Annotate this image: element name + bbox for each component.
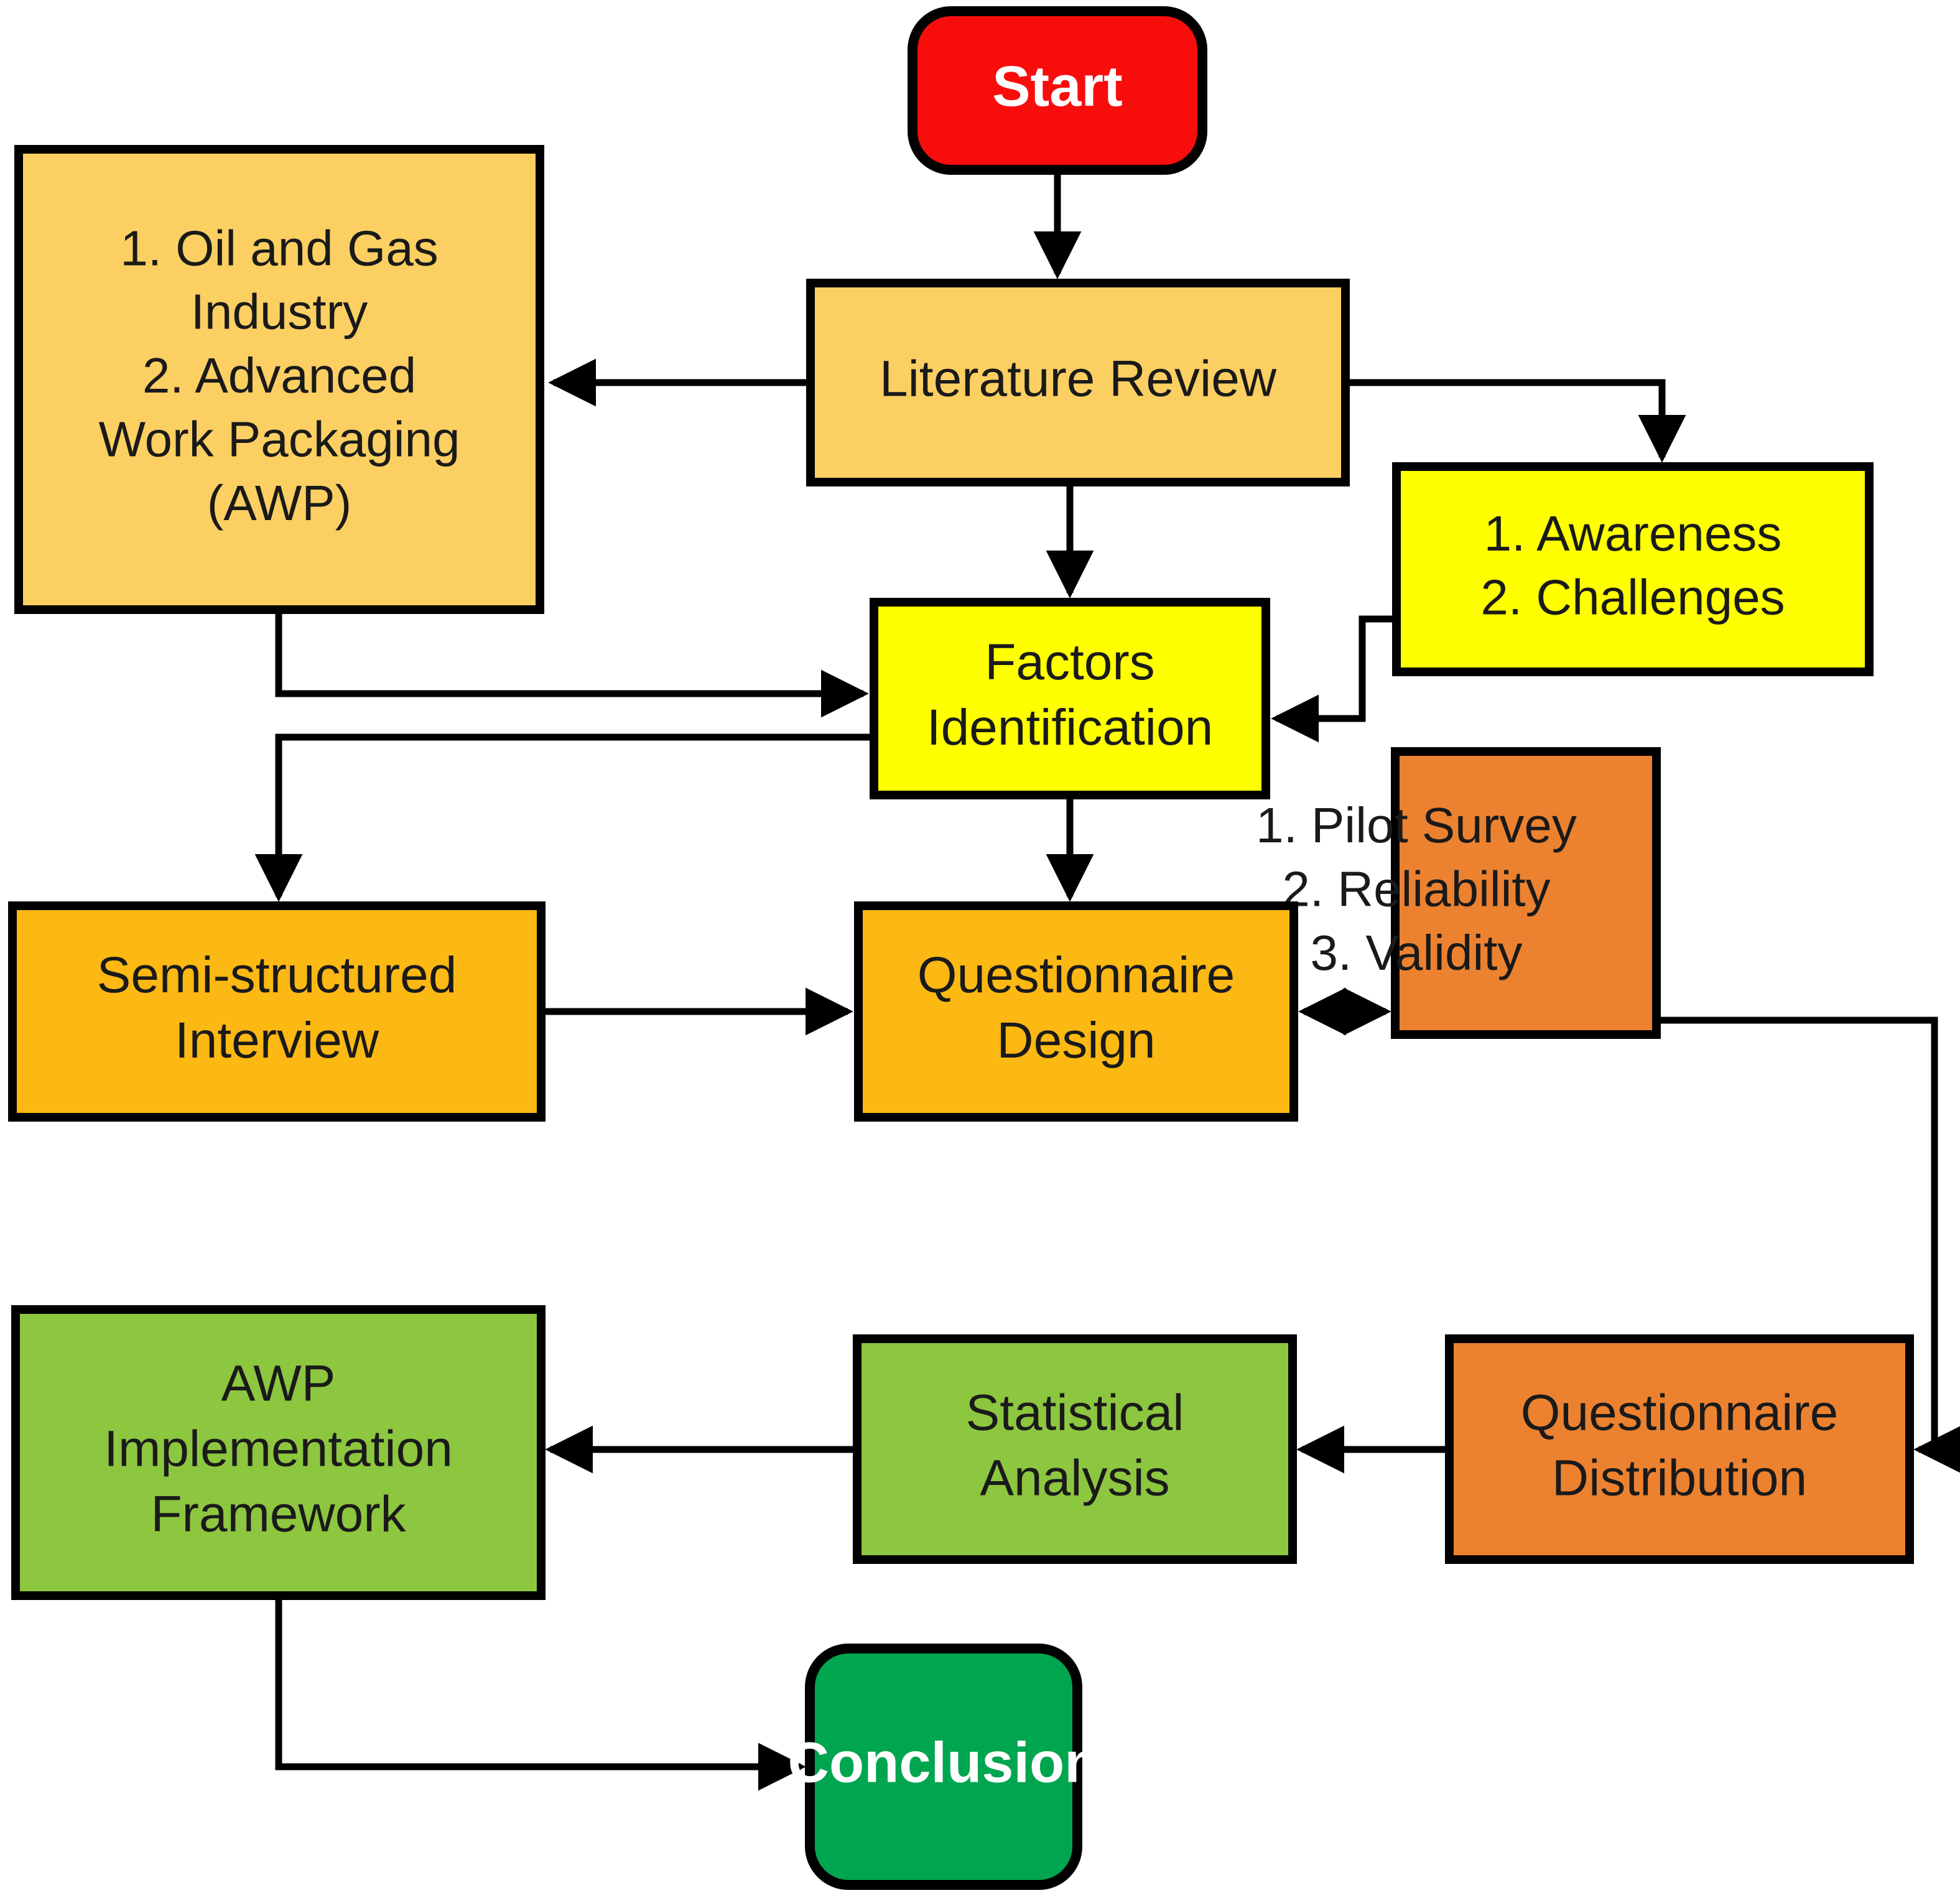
questionnaire-distribution-node-label-line-1: Questionnaire	[1521, 1385, 1839, 1441]
pilot-survey-node-label-line-1: 1. Pilot Survey	[1256, 798, 1577, 853]
awp-implementation-framework-node-label-line-3: Framework	[151, 1486, 406, 1543]
awareness-challenges-node-label-line-1: 1. Awareness	[1484, 506, 1782, 561]
questionnaire-design-node-shape	[854, 901, 1298, 1122]
pilot-survey-node-label-line-3: 3. Validity	[1311, 925, 1523, 980]
pilot-survey-node[interactable]: 1. Pilot Survey 2. Reliability 3. Validity	[1256, 747, 1661, 1039]
factors-identification-node-label-line-2: Identification	[927, 699, 1213, 756]
semi-structured-interview-node-label-line-2: Interview	[175, 1012, 379, 1069]
connector-scope-to-factors	[275, 610, 869, 718]
connector-pilot-survey-to-questionnaire-distribution	[1656, 1016, 1960, 1474]
start-node-label-line-1: Start	[992, 55, 1123, 118]
statistical-analysis-node-label-line-2: Analysis	[980, 1450, 1169, 1507]
start-node-shape	[908, 6, 1207, 175]
questionnaire-distribution-node-label-line-2: Distribution	[1552, 1450, 1807, 1507]
literature-review-node[interactable]: Literature Review	[806, 279, 1350, 486]
connector-literature-review-to-awareness	[1345, 379, 1686, 463]
pilot-survey-node-shape	[1391, 747, 1661, 1039]
semi-structured-interview-node-label-line-1: Semi-structured	[97, 947, 457, 1003]
awp-implementation-framework-node-label-line-2: Implementation	[104, 1421, 453, 1477]
factors-identification-node-shape	[870, 598, 1270, 799]
scope-node-label-line-3: 2. Advanced	[142, 348, 416, 403]
conclusion-node[interactable]: Conclusion	[788, 1644, 1100, 1890]
connector-factors-to-interview	[254, 733, 874, 902]
awp-implementation-framework-node-label-line-1: AWP	[221, 1356, 336, 1412]
literature-review-node-shape	[806, 279, 1350, 486]
connector-awp-framework-to-conclusion	[275, 1596, 806, 1791]
scope-node-label-line-1: 1. Oil and Gas	[120, 220, 438, 276]
scope-node-label-line-4: Work Packaging	[98, 412, 460, 467]
connector-awareness-to-factors	[1271, 615, 1396, 743]
conclusion-node-shape	[805, 1644, 1082, 1890]
scope-node-label-line-5: (AWP)	[207, 475, 352, 531]
literature-review-node-label-line-1: Literature Review	[880, 351, 1277, 407]
statistical-analysis-node-shape	[853, 1334, 1297, 1564]
questionnaire-design-node-label-line-2: Design	[996, 1012, 1155, 1069]
pilot-survey-node-label-line-2: 2. Reliability	[1282, 862, 1550, 917]
awp-implementation-framework-node-shape	[11, 1305, 546, 1600]
awareness-challenges-node-shape	[1392, 462, 1874, 676]
scope-node-label-line-2: Industry	[191, 284, 368, 340]
factors-identification-node-label-line-1: Factors	[985, 634, 1154, 691]
questionnaire-design-node-label-line-1: Questionnaire	[917, 947, 1235, 1003]
statistical-analysis-node-label-line-1: Statistical	[966, 1385, 1184, 1441]
connector-layer	[254, 170, 1960, 1791]
questionnaire-distribution-node-shape	[1445, 1334, 1914, 1564]
semi-structured-interview-node-shape	[8, 901, 546, 1122]
start-node[interactable]: Start	[908, 6, 1207, 175]
conclusion-node-label-line-1: Conclusion	[788, 1731, 1100, 1794]
scope-node-shape	[14, 145, 544, 614]
awareness-challenges-node[interactable]: 1. Awareness 2. Challenges	[1392, 462, 1874, 676]
awareness-challenges-node-label-line-2: 2. Challenges	[1480, 569, 1785, 625]
